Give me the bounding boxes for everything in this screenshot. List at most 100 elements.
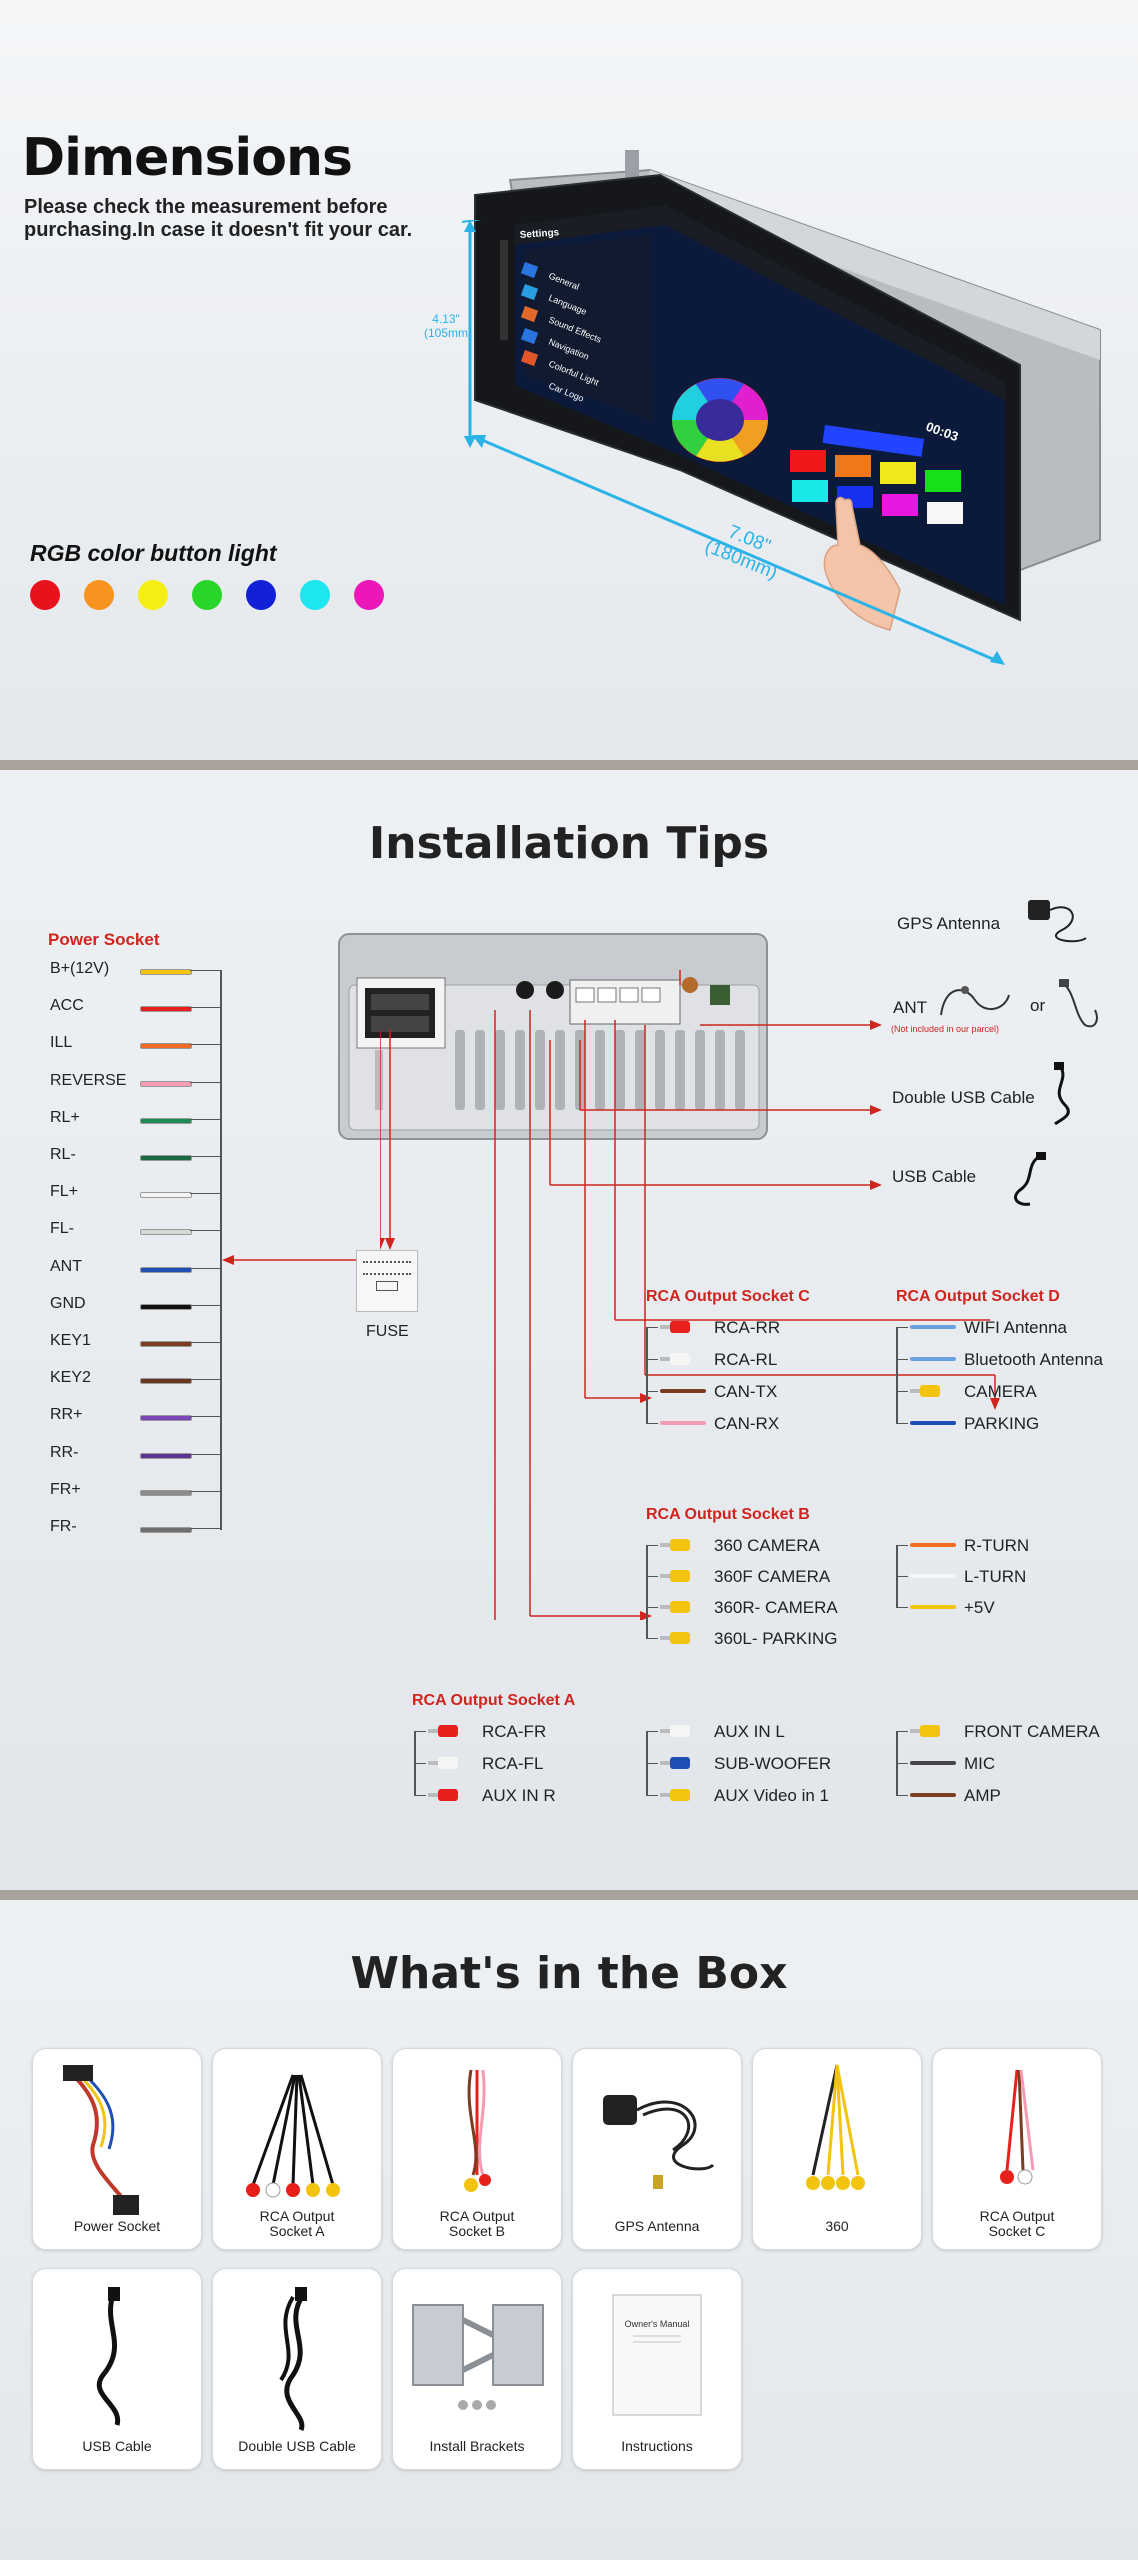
height-label: 4.13" (105mm) bbox=[424, 312, 473, 340]
rca-item-label: 360R- CAMERA bbox=[714, 1598, 838, 1617]
rca-item-label: RCA-RL bbox=[714, 1350, 778, 1369]
installation-title: Installation Tips bbox=[368, 818, 770, 869]
heatsink-fin bbox=[675, 1030, 685, 1110]
rca-wire bbox=[660, 1421, 706, 1425]
rca-item-label: AUX IN R bbox=[482, 1786, 556, 1805]
gps-antenna-icon bbox=[1028, 900, 1087, 943]
power-socket-label: RL+ bbox=[50, 1108, 80, 1126]
rca-lead bbox=[896, 1327, 908, 1328]
power-wire bbox=[140, 1043, 192, 1050]
rgb-title: RGB color button light bbox=[30, 540, 277, 566]
rgb-color-dot bbox=[84, 580, 114, 610]
rca-bracket bbox=[896, 1328, 898, 1424]
heatsink-fin bbox=[735, 1030, 745, 1110]
power-socket-label: GND bbox=[50, 1294, 86, 1312]
box-item-label-line: RCA Output bbox=[439, 2208, 515, 2224]
box-item-card: GPS Antenna bbox=[572, 2048, 742, 2250]
installation-section: Installation Tips Power Socket B+(12V)AC… bbox=[0, 770, 1138, 1890]
rca-plug-icon bbox=[660, 1353, 694, 1365]
rca-item-label: PARKING bbox=[964, 1414, 1040, 1433]
rca-plug-icon bbox=[660, 1539, 694, 1551]
power-wire-lead bbox=[190, 1156, 220, 1157]
power-socket-title: Power Socket bbox=[48, 930, 160, 949]
power-wire bbox=[140, 1489, 192, 1496]
rca-a-title: RCA Output Socket A bbox=[412, 1692, 576, 1709]
power-wire bbox=[140, 1080, 192, 1087]
rca-lead bbox=[896, 1359, 908, 1360]
power-socket-bracket bbox=[220, 970, 222, 1530]
section-divider bbox=[0, 1890, 1138, 1900]
box-item-label: Double USB Cable bbox=[213, 2439, 381, 2454]
power-wire-lead bbox=[190, 1044, 220, 1046]
screen-app-title: Settings bbox=[519, 227, 560, 241]
power-socket-label: FL+ bbox=[50, 1183, 79, 1201]
box-item-image bbox=[63, 2065, 139, 2215]
rgb-color-dot bbox=[192, 580, 222, 610]
dimensions-section: Dimensions Please check the measurement … bbox=[0, 0, 1138, 760]
rca-plug-icon bbox=[660, 1632, 694, 1644]
power-socket-label: RL- bbox=[50, 1146, 76, 1163]
heatsink-fin bbox=[595, 1030, 605, 1110]
rgb-color-dot bbox=[246, 580, 276, 610]
power-socket-arrow bbox=[222, 1255, 360, 1265]
rca-item-label: 360L- PARKING bbox=[714, 1629, 838, 1648]
rca-item-label: FRONT CAMERA bbox=[964, 1722, 1100, 1741]
rca-item-label: MIC bbox=[964, 1754, 996, 1773]
heatsink-fin bbox=[655, 1030, 665, 1110]
rca-plug-icon bbox=[910, 1385, 944, 1397]
power-wire bbox=[140, 1378, 192, 1385]
rca-plug-icon bbox=[910, 1725, 944, 1737]
box-item-card: Install Brackets bbox=[392, 2268, 562, 2470]
power-wire-lead bbox=[190, 1193, 220, 1195]
box-item-label-line: RCA Output bbox=[259, 2208, 335, 2224]
power-wire-lead bbox=[190, 1416, 220, 1418]
height-dimension-arrow bbox=[461, 220, 482, 448]
rca-bracket bbox=[414, 1732, 416, 1796]
usb-cable-label: USB Cable bbox=[892, 1167, 977, 1186]
power-wire-lead bbox=[190, 1081, 220, 1083]
rca-bracket bbox=[896, 1546, 898, 1608]
power-socket-label: B+(12V) bbox=[50, 960, 110, 977]
power-socket-label: KEY1 bbox=[50, 1332, 91, 1349]
rca-item-label: CAN-TX bbox=[714, 1382, 778, 1401]
rca-lead bbox=[646, 1327, 658, 1328]
box-item-card: 360 bbox=[752, 2048, 922, 2250]
rca-item-label: RCA-FL bbox=[482, 1754, 544, 1773]
rgb-color-dot bbox=[30, 580, 60, 610]
power-socket-label: FR+ bbox=[50, 1480, 81, 1498]
rca-wire bbox=[910, 1543, 956, 1547]
power-socket-label: FR- bbox=[50, 1518, 77, 1535]
rca-lead bbox=[646, 1795, 658, 1796]
power-wire-lead bbox=[190, 970, 220, 971]
rca-lead bbox=[896, 1607, 908, 1608]
rca-lead bbox=[896, 1545, 908, 1546]
box-item-label: Instructions bbox=[573, 2439, 741, 2454]
rca-item-label: RCA-FR bbox=[482, 1722, 547, 1741]
box-item-label-line: RCA Output bbox=[979, 2208, 1055, 2224]
rca-lead bbox=[414, 1731, 426, 1732]
power-wire bbox=[140, 1155, 192, 1161]
rca-lead bbox=[646, 1423, 658, 1424]
rca-item-label: SUB-WOOFER bbox=[714, 1754, 832, 1773]
rca-wire bbox=[910, 1325, 956, 1329]
box-item-card: Double USB Cable bbox=[212, 2268, 382, 2470]
power-socket-label: ILL bbox=[50, 1034, 73, 1052]
rgb-color-dot bbox=[300, 580, 330, 610]
height-mm: (105mm) bbox=[424, 326, 473, 340]
power-wire bbox=[140, 1452, 192, 1459]
power-wire bbox=[140, 1192, 192, 1199]
rca-lead bbox=[896, 1391, 908, 1392]
rca-lead bbox=[646, 1545, 658, 1546]
rca-b-title: RCA Output Socket B bbox=[646, 1506, 810, 1523]
box-item-image bbox=[612, 2294, 702, 2416]
box-item-label-line: Socket B bbox=[448, 2223, 506, 2239]
box-item-label: 360 bbox=[753, 2219, 921, 2234]
section-divider bbox=[0, 760, 1138, 770]
power-socket-label: RR- bbox=[50, 1443, 79, 1461]
